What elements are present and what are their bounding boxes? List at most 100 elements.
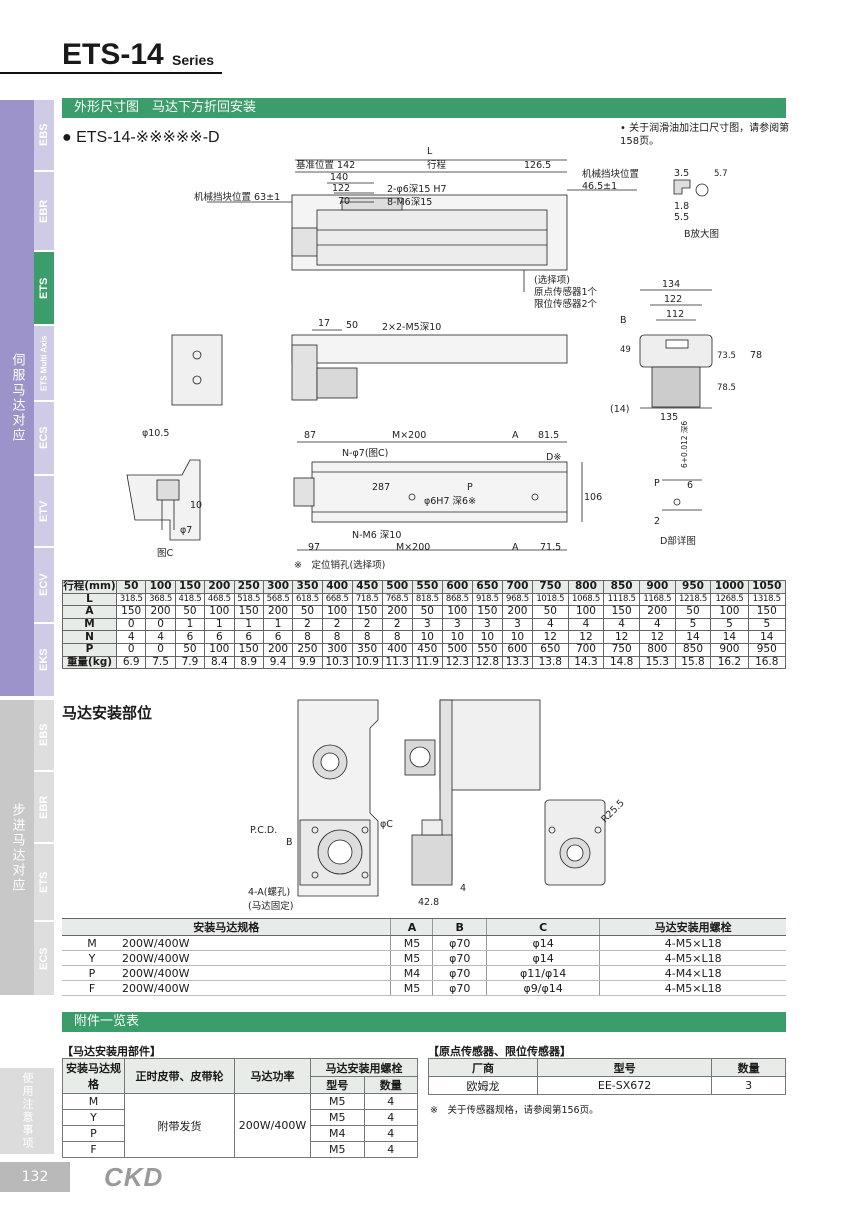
spec-header: 200 [204, 580, 235, 594]
spec-cell: 16.8 [747, 655, 787, 670]
motor-cell: Y [62, 950, 122, 966]
spec-cell: 200 [145, 605, 176, 619]
spec-cell: 0 [115, 617, 147, 632]
sidebar-tab-ets[interactable]: ETS [34, 252, 54, 324]
motor-cell: φ70 [432, 965, 487, 981]
spec-cell: 900 [710, 642, 749, 657]
spec-cell: 450 [411, 642, 443, 657]
motor-section-title: 马达安装部位 [62, 704, 153, 722]
dim-140: 140 [330, 172, 348, 183]
spec-cell: 0 [145, 617, 176, 632]
spec-cell: 150 [115, 605, 147, 619]
spec-row-label: N [62, 630, 117, 644]
spec-cell: 1 [262, 617, 294, 632]
spec-cell: 950 [747, 642, 787, 657]
spec-cell: 3 [441, 617, 473, 632]
m-pcd: P.C.D. [250, 825, 277, 836]
t-A: A [512, 430, 519, 441]
motor-cell: 4-M5×L18 [599, 935, 786, 951]
spec-cell: 9.9 [292, 655, 323, 670]
spec-cell: 5 [710, 617, 749, 632]
spec-cell: 368.5 [145, 592, 176, 607]
sidebar-category-notes[interactable]: 使用注意事项 [0, 1068, 54, 1154]
sidebar-tab-ets-2[interactable]: ETS [34, 844, 54, 920]
spec-header: 800 [567, 580, 605, 594]
sidebar-tab-ecv[interactable]: ECV [34, 548, 54, 622]
acc-bolt-qty: 4 [363, 1093, 418, 1110]
spec-cell: 14 [710, 630, 749, 644]
spec-cell: 700 [567, 642, 605, 657]
e-134: 134 [662, 279, 680, 290]
spec-cell: 13.3 [501, 655, 533, 670]
sidebar-tab-ebs[interactable]: EBS [34, 100, 54, 170]
spec-cell: 100 [204, 605, 235, 619]
spec-cell: 6 [174, 630, 206, 644]
spec-cell: 14 [674, 630, 712, 644]
page-number: 132 [0, 1162, 70, 1192]
spec-cell: 10.3 [321, 655, 353, 670]
motor-cell: F [62, 980, 122, 996]
e-122: 122 [664, 294, 682, 305]
spec-row-label: 重量(kg) [62, 655, 117, 670]
spec-cell: 518.5 [233, 592, 264, 607]
t-P: P [467, 482, 473, 493]
dim-70: 70 [338, 196, 350, 207]
d-P: P [654, 478, 660, 489]
sidebar-tab-ets-multi[interactable]: ETS Multi Axis [34, 326, 54, 400]
spec-cell: 4 [531, 617, 569, 632]
t-M200b: M×200 [396, 542, 430, 553]
spec-cell: 100 [204, 642, 235, 657]
sidebar-tab-etv[interactable]: ETV [34, 476, 54, 546]
m-428: 42.8 [418, 897, 439, 908]
spec-cell: 10 [501, 630, 533, 644]
spec-cell: 4 [115, 630, 147, 644]
spec-cell: 4 [567, 617, 605, 632]
motor-cell: 200W/400W [122, 935, 391, 951]
s-17: 17 [318, 318, 330, 329]
spec-header: 1050 [747, 580, 787, 594]
acc-h5: 型号 [310, 1076, 365, 1094]
motor-cell: 4-M5×L18 [599, 980, 786, 996]
opt-limit: 限位传感器2个 [534, 298, 598, 310]
sidebar-tab-ecs[interactable]: ECS [34, 402, 54, 474]
spec-cell: 11.3 [381, 655, 413, 670]
spec-header: 300 [262, 580, 294, 594]
motor-header-c: C [485, 918, 600, 936]
t-97: 97 [308, 542, 320, 553]
sidebar-tab-ebr-2[interactable]: EBR [34, 772, 54, 842]
acc-code: M [62, 1093, 125, 1110]
spec-cell: 15.3 [638, 655, 676, 670]
spec-cell: 150 [603, 605, 640, 619]
spec-cell: 350 [351, 642, 383, 657]
spec-cell: 4 [638, 617, 676, 632]
acc-code: P [62, 1125, 125, 1142]
spec-cell: 100 [567, 605, 605, 619]
sidebar-tab-ebs-2[interactable]: EBS [34, 700, 54, 770]
spec-cell: 12 [603, 630, 640, 644]
motor-parts-title: 【马达安装用部件】 [62, 1045, 161, 1058]
sidebar-tab-ecs-2[interactable]: ECS [34, 922, 54, 995]
sidebar-tab-eks[interactable]: EKS [34, 624, 54, 696]
acc-bolt-model: M5 [310, 1141, 365, 1158]
spec-cell: 550 [471, 642, 503, 657]
spec-cell: 15.8 [674, 655, 712, 670]
spec-cell: 100 [441, 605, 473, 619]
e-B: B [620, 315, 627, 326]
spec-cell: 10 [411, 630, 443, 644]
spec-header: 500 [381, 580, 413, 594]
d-caption: D部详图 [660, 535, 696, 547]
motor-cell: P [62, 965, 122, 981]
spec-cell: 4 [603, 617, 640, 632]
spec-cell: 3 [501, 617, 533, 632]
spec-cell: 5 [747, 617, 787, 632]
motor-header-b: B [432, 918, 487, 936]
spec-header: 行程(mm) [62, 580, 117, 594]
sidebar-tab-ebr[interactable]: EBR [34, 172, 54, 250]
acc-bolt-qty: 4 [363, 1109, 418, 1126]
spec-cell: 250 [292, 642, 323, 657]
